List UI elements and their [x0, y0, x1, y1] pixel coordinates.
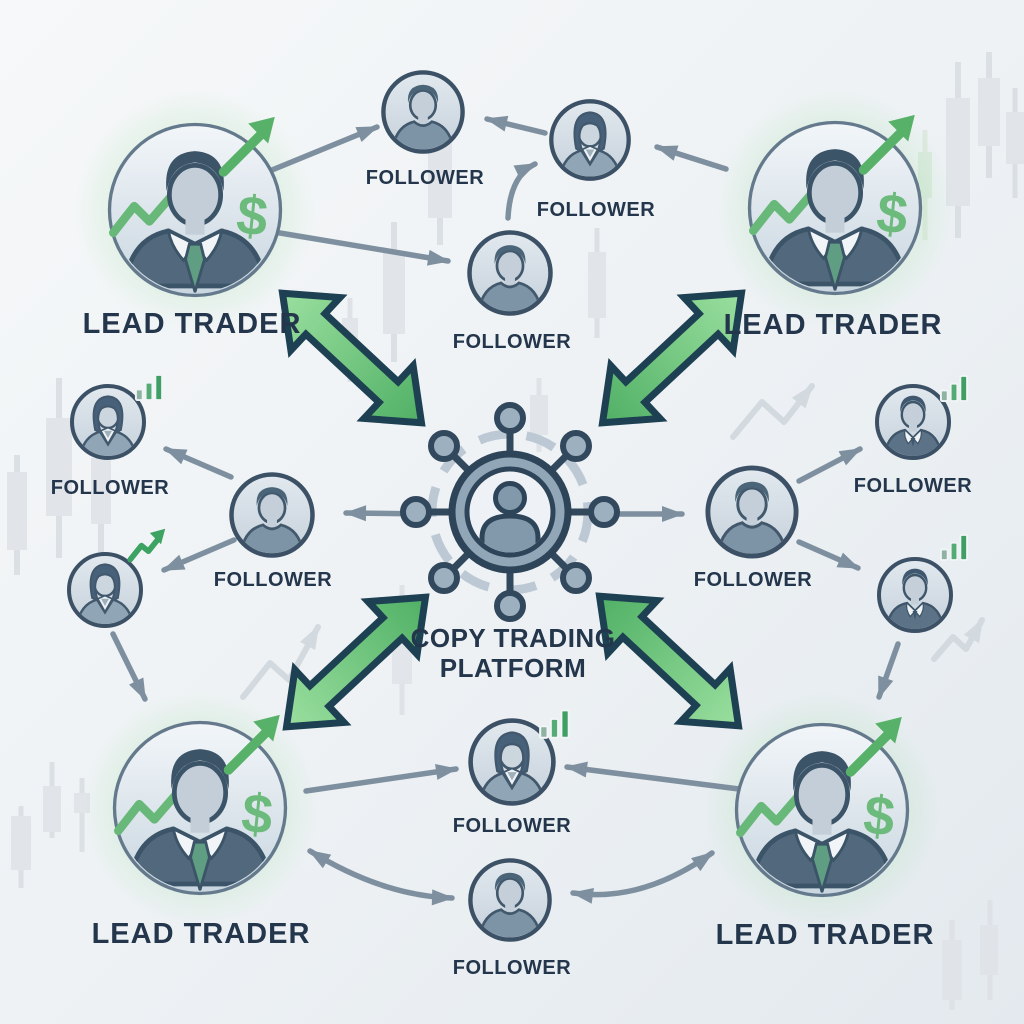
follower-1-avatar: [383, 72, 462, 151]
follower-2-label: FOLLOWER: [537, 199, 655, 221]
arrow-f2-to-f1: [484, 115, 548, 136]
follower-11-avatar: [470, 860, 549, 939]
arrow-f3-to-f2: [505, 161, 538, 221]
follower-5-label: FOLLOWER: [214, 569, 332, 591]
follower-11-label: FOLLOWER: [453, 957, 571, 979]
follower-8-avatar: [877, 386, 949, 458]
arrow-f6-to-leadBL: [110, 631, 148, 702]
lead-trader-top-right-label: LEAD TRADER: [724, 309, 943, 341]
follower-4-avatar: [72, 386, 144, 458]
lead-trader-bottom-left-label: LEAD TRADER: [92, 918, 311, 950]
faint-trend-arrow-icon: [730, 383, 815, 440]
arrow-f5-to-f6: [161, 537, 237, 573]
platform-label-line1: COPY TRADING: [411, 623, 616, 653]
follower-2-avatar: [551, 101, 628, 178]
arrow-f9-to-leadBR: [876, 641, 901, 700]
follower-8-label: FOLLOWER: [854, 475, 972, 497]
follower-7-avatar: [708, 468, 796, 556]
arrow-leadBL-to-f10: [303, 763, 459, 794]
faint-trend-arrow-icon: [931, 617, 985, 662]
network-hub-icon: [403, 405, 617, 619]
arrow-f5-to-f4: [163, 446, 234, 480]
lead-trader-top-left-label: LEAD TRADER: [83, 308, 302, 340]
follower-4-label: FOLLOWER: [51, 477, 169, 499]
follower-6-avatar: [69, 554, 141, 626]
follower-9-avatar: [879, 559, 951, 631]
follower-1-label: FOLLOWER: [366, 167, 484, 189]
arrow-leadTL-to-f3: [265, 228, 451, 266]
background-trend-arrows: [240, 383, 985, 700]
lead-trader-bottom-right-label: LEAD TRADER: [716, 919, 935, 951]
arrow-leadTR-to-f2: [654, 144, 729, 172]
faint-trend-arrow-icon: [240, 624, 321, 700]
arrow-leadBL-f11-both: [307, 848, 455, 906]
follow-arrows: [110, 115, 901, 906]
arrow-f7-to-f9: [796, 539, 861, 571]
follower-3-label: FOLLOWER: [453, 331, 571, 353]
follower-5-avatar: [232, 475, 313, 556]
arrow-leadBR-f11-both: [570, 850, 715, 904]
follower-7-label: FOLLOWER: [694, 569, 812, 591]
arrow-f7-to-f8: [796, 446, 863, 484]
arrow-leadTL-to-f1: [269, 124, 380, 173]
follower-3-avatar: [470, 233, 551, 314]
follower-10-label: FOLLOWER: [453, 815, 571, 837]
platform-label-line2: PLATFORM: [440, 653, 587, 683]
arrow-leadBR-to-f10: [564, 761, 742, 792]
